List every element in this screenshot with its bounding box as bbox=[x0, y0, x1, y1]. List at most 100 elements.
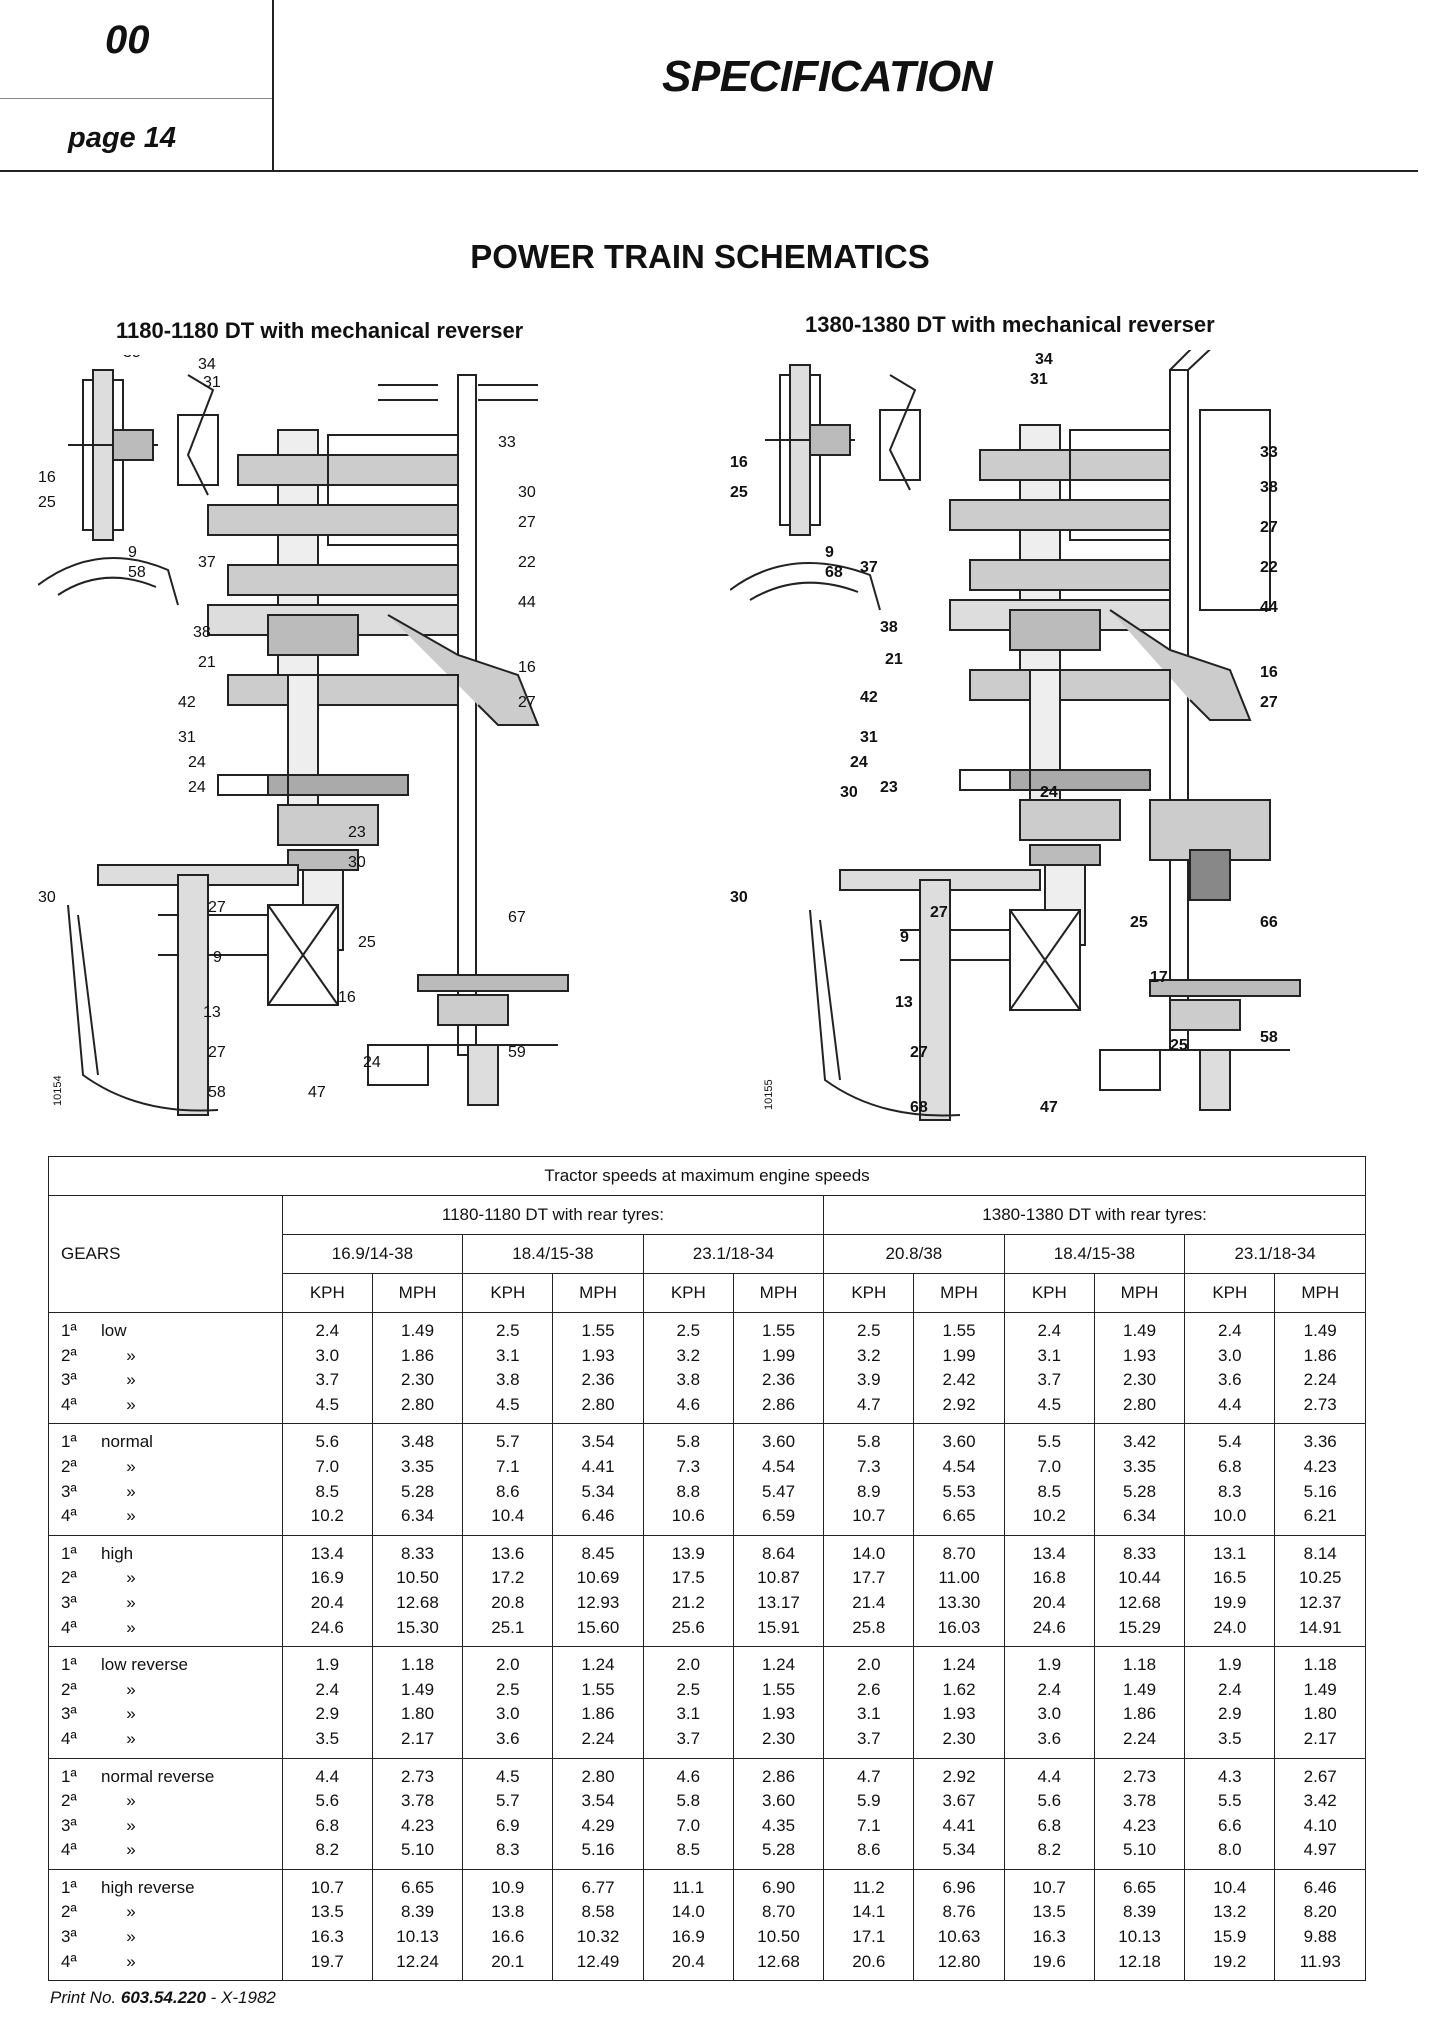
speed-value: 8.45 bbox=[581, 1543, 615, 1563]
speed-value: 20.4 bbox=[671, 1951, 705, 1971]
speed-value: 2.36 bbox=[762, 1370, 796, 1390]
speed-value: 6.9 bbox=[495, 1815, 520, 1835]
speed-value: 4.5 bbox=[495, 1766, 520, 1786]
speed-value: 2.80 bbox=[581, 1766, 615, 1786]
speed-value: 5.47 bbox=[762, 1481, 796, 1501]
speed-value: 10.2 bbox=[1032, 1506, 1066, 1526]
speed-value: 5.28 bbox=[1123, 1481, 1157, 1501]
ditto-mark: » bbox=[126, 1902, 136, 1922]
callout-label: 17 bbox=[1150, 969, 1168, 986]
speed-value: 1.55 bbox=[942, 1321, 976, 1340]
speed-value: 2.73 bbox=[1123, 1766, 1157, 1786]
speed-value: 15.60 bbox=[576, 1617, 620, 1637]
speed-value: 2.30 bbox=[401, 1370, 435, 1390]
gear-number: 3ª bbox=[61, 1592, 77, 1612]
speed-value: 8.6 bbox=[856, 1840, 881, 1860]
speed-value: 1.9 bbox=[1037, 1655, 1062, 1675]
callout-label: 30 bbox=[38, 889, 56, 906]
speed-value: 1.99 bbox=[762, 1345, 796, 1365]
gear-number: 1ª bbox=[61, 1432, 77, 1452]
speed-value: 6.34 bbox=[401, 1506, 435, 1526]
speed-value: 10.2 bbox=[310, 1506, 344, 1526]
speed-value: 4.4 bbox=[1217, 1394, 1242, 1414]
speed-value: 4.7 bbox=[856, 1394, 881, 1414]
callout-label: 68 bbox=[825, 564, 843, 581]
speed-value: 5.8 bbox=[856, 1432, 881, 1452]
gear-number: 1ª bbox=[61, 1321, 77, 1340]
speed-value: 13.30 bbox=[937, 1592, 981, 1612]
gear-number: 2ª bbox=[61, 1456, 77, 1476]
gear-number: 3ª bbox=[61, 1927, 77, 1947]
callout-label: 59 bbox=[508, 1044, 526, 1061]
speed-value: 4.3 bbox=[1217, 1766, 1242, 1786]
ditto-mark: » bbox=[126, 1927, 136, 1947]
speed-value: 2.5 bbox=[676, 1679, 701, 1699]
callout-label: 24 bbox=[363, 1054, 381, 1071]
speed-value: 3.1 bbox=[1037, 1345, 1062, 1365]
speed-value: 15.30 bbox=[396, 1617, 439, 1637]
speed-value: 15.91 bbox=[757, 1617, 800, 1637]
speed-value: 4.41 bbox=[942, 1815, 976, 1835]
speed-value: 2.0 bbox=[495, 1655, 520, 1675]
speed-value: 1.9 bbox=[1217, 1655, 1242, 1675]
speed-value: 1.55 bbox=[581, 1321, 615, 1340]
callout-label: 24 bbox=[1040, 784, 1058, 801]
gear-number: 1ª bbox=[61, 1766, 77, 1786]
speed-value: 3.78 bbox=[1123, 1791, 1157, 1811]
speed-value: 4.29 bbox=[581, 1815, 615, 1835]
speed-value: 6.65 bbox=[401, 1877, 435, 1897]
speed-value: 1.99 bbox=[942, 1345, 976, 1365]
gear-number: 3ª bbox=[61, 1815, 77, 1835]
print-number-footer: Print No. 603.54.220 - X-1982 bbox=[50, 1988, 276, 2008]
speed-value: 4.5 bbox=[495, 1394, 520, 1414]
speed-value: 13.6 bbox=[491, 1543, 525, 1563]
gear-range-label: low reverse bbox=[101, 1655, 188, 1675]
speed-value: 17.2 bbox=[491, 1568, 525, 1588]
power-train-schematic-1180: 3435313316253095827372238442116422731242… bbox=[38, 355, 569, 1116]
speed-value: 4.23 bbox=[1123, 1815, 1157, 1835]
callout-label: 31 bbox=[1030, 371, 1048, 388]
speed-value: 2.4 bbox=[315, 1679, 340, 1699]
speed-value: 1.49 bbox=[401, 1679, 435, 1699]
speed-value: 3.0 bbox=[315, 1345, 340, 1365]
speed-value: 3.2 bbox=[676, 1345, 701, 1365]
speed-value: 3.1 bbox=[495, 1345, 520, 1365]
callout-label: 27 bbox=[208, 1044, 226, 1061]
speed-value: 3.1 bbox=[676, 1704, 701, 1724]
speed-value: 1.49 bbox=[1123, 1321, 1157, 1340]
callout-label: 27 bbox=[208, 899, 226, 916]
speed-value: 24.0 bbox=[1213, 1617, 1247, 1637]
speed-value: 2.6 bbox=[856, 1679, 881, 1699]
speed-value: 13.9 bbox=[671, 1543, 705, 1563]
gear-number: 1ª bbox=[61, 1655, 77, 1675]
speed-value: 2.9 bbox=[315, 1704, 340, 1724]
speed-value: 8.0 bbox=[1217, 1840, 1242, 1860]
ditto-mark: » bbox=[126, 1951, 136, 1971]
speed-value: 2.0 bbox=[676, 1655, 701, 1675]
group-header-1180: 1180-1180 DT with rear tyres: bbox=[281, 1195, 825, 1235]
speed-value: 6.8 bbox=[1037, 1815, 1062, 1835]
speed-value: 10.7 bbox=[852, 1506, 886, 1526]
diagram-caption-1380: 1380-1380 DT with mechanical reverser bbox=[805, 312, 1215, 337]
speed-value: 7.1 bbox=[495, 1456, 520, 1476]
callout-label: 27 bbox=[1260, 519, 1278, 536]
speed-value: 3.6 bbox=[1037, 1728, 1062, 1748]
speed-value: 12.68 bbox=[1118, 1592, 1161, 1612]
